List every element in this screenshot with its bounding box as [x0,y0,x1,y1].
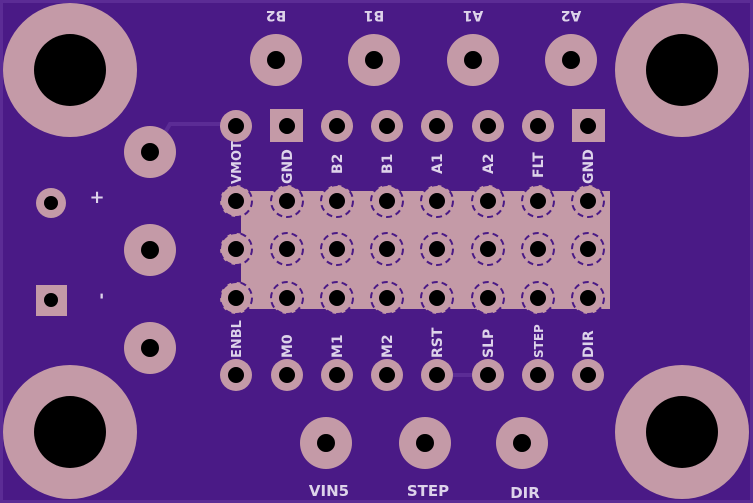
label-m2: M2 [380,334,396,358]
pad-top-a2 [545,34,597,86]
socket-pad [521,232,555,266]
socket-pad [471,281,505,315]
pad-gnd-2 [572,109,605,142]
pad-left-bottom [124,322,176,374]
socket-pad [471,232,505,266]
label-m1: M1 [330,334,346,358]
plus-label: + [89,187,104,208]
mounting-hole-top-right [615,3,749,137]
socket-pad [420,281,454,315]
bottom-label-vin5: VIN5 [309,482,349,500]
pad-vmot [220,110,252,142]
pad-m1 [321,359,353,391]
pad-rst [421,359,453,391]
mounting-hole-bottom-left [3,365,137,499]
pad-enbl [220,359,252,391]
lower-row-labels: ENBL M0 M1 M2 RST SLP STEP DIR [230,320,597,358]
label-step-pin: STEP [532,324,546,358]
socket-pad [320,281,354,315]
socket-pad [420,232,454,266]
label-a1: A1 [430,153,446,174]
pad-gnd-1 [270,109,303,142]
pad-flt [522,110,554,142]
socket-pad [571,281,605,315]
pad-top-a1 [447,34,499,86]
bottom-header-labels: VIN5 STEP DIR [309,482,540,502]
pad-bottom-step [399,417,451,469]
pad-m0 [271,359,303,391]
socket-pad [219,232,253,266]
mounting-hole-bottom-right [615,365,749,499]
label-enbl: ENBL [230,320,245,358]
socket-pad [219,281,253,315]
label-b2: B2 [330,154,346,174]
minus-label: - [93,293,112,300]
bottom-header-pads [300,417,548,469]
socket-pad [320,184,354,218]
socket-pad [370,281,404,315]
pad-b1 [371,110,403,142]
left-pads [124,126,176,374]
bottom-label-step: STEP [407,482,449,500]
label-vmot: VMOT [230,141,245,184]
label-b1: B1 [380,154,396,174]
label-gnd-1: GND [280,149,296,184]
socket-pad [370,232,404,266]
pad-a2 [472,110,504,142]
lower-row-pads [220,359,604,391]
upper-row-labels: VMOT GND B2 B1 A1 A2 FLT GND [230,141,597,184]
top-header-labels: B2 B1 A1 A2 [266,7,582,23]
socket-pad [521,281,555,315]
pad-dir [572,359,604,391]
socket-pad [320,232,354,266]
socket-pad [370,184,404,218]
pad-left-middle [124,224,176,276]
socket-pad [571,184,605,218]
socket-pad [571,232,605,266]
top-label-a2: A2 [561,7,582,23]
upper-row-pads [220,109,605,142]
pad-vin5 [300,417,352,469]
pad-power-plus [36,188,66,218]
socket-pad [521,184,555,218]
pad-slp [472,359,504,391]
mounting-hole-top-left [3,3,137,137]
socket-pad [420,184,454,218]
top-label-a1: A1 [463,7,484,23]
pad-left-top [124,126,176,178]
pad-step [522,359,554,391]
pad-power-minus [36,285,67,316]
label-rst: RST [430,327,446,358]
pad-top-b2 [250,34,302,86]
pad-top-b1 [348,34,400,86]
label-gnd-2: GND [581,149,597,184]
label-a2: A2 [481,153,497,174]
top-label-b2: B2 [266,7,286,23]
socket-pad [270,184,304,218]
pad-m2 [371,359,403,391]
label-dir-pin: DIR [581,330,597,358]
socket-pad [219,184,253,218]
socket-pad [270,281,304,315]
power-pads: + - [36,187,112,316]
pad-a1 [421,110,453,142]
top-header-pads [250,34,597,86]
socket-pad [270,232,304,266]
driver-socket-pads [219,184,605,315]
pad-bottom-dir [496,417,548,469]
top-label-b1: B1 [364,7,384,23]
pad-b2 [321,110,353,142]
label-flt: FLT [531,152,547,178]
bottom-label-dir: DIR [510,484,540,502]
label-slp: SLP [481,329,497,358]
label-m0: M0 [280,334,296,358]
socket-pad [471,184,505,218]
